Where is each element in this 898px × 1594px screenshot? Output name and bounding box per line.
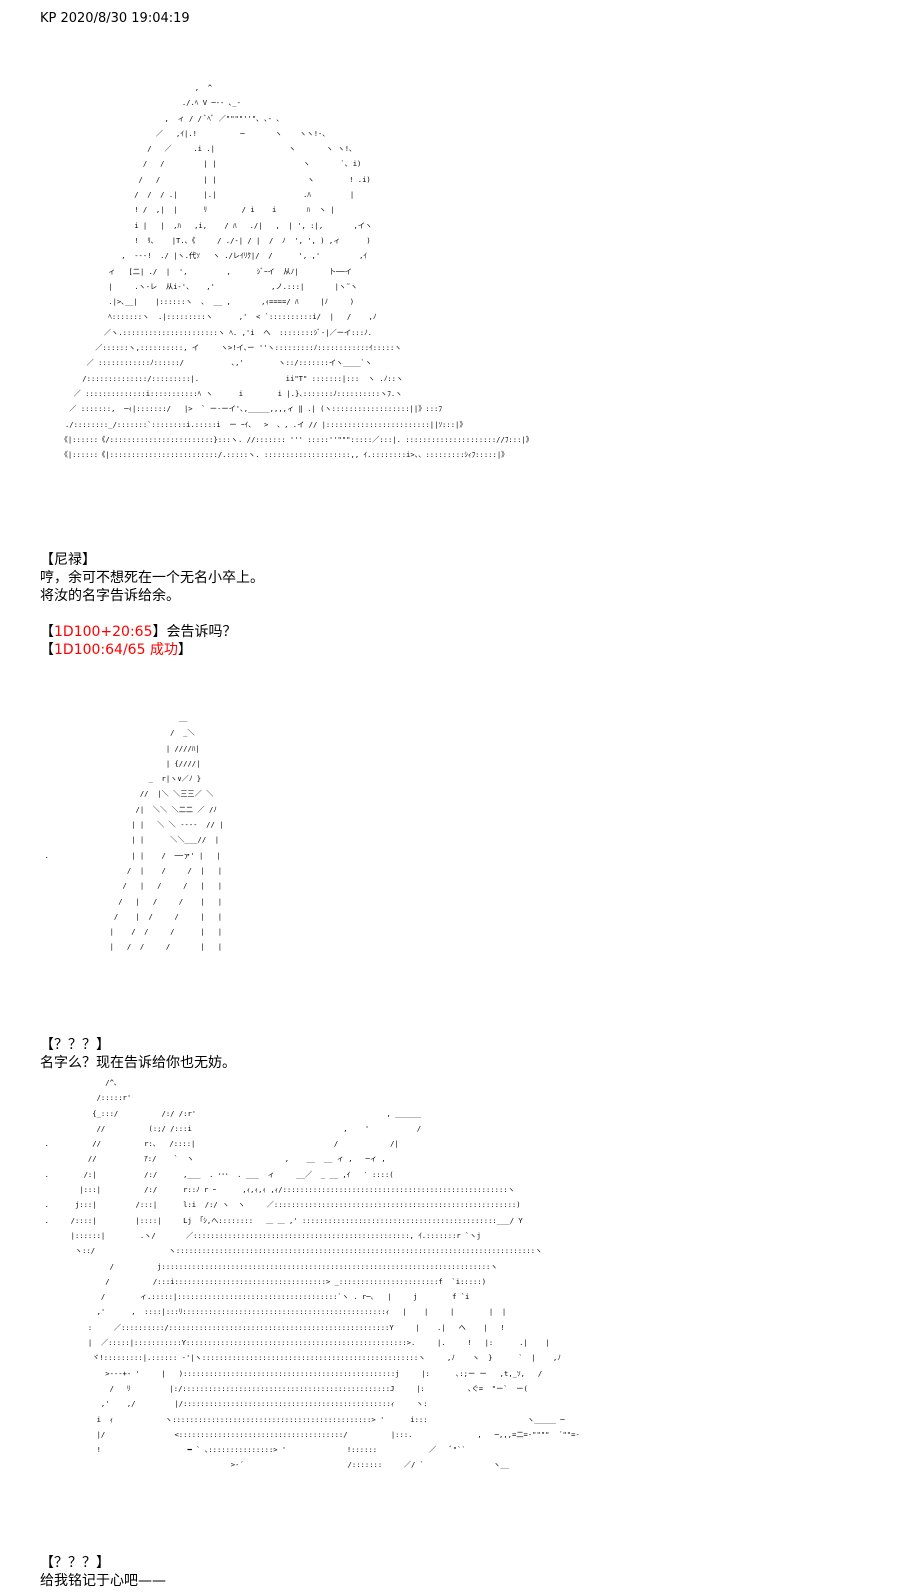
speech-block-unknown-1: 【？？？】 名字么？现在告诉给你也无妨。 bbox=[40, 1036, 236, 1072]
roll-prefix: 【 bbox=[40, 642, 54, 658]
dice-roll-block: 【1D100+20:65】会告诉吗？ 【1D100:64/65 成功】 bbox=[40, 623, 237, 659]
roll-suffix: 】会告诉吗？ bbox=[152, 624, 237, 640]
roll-result: 1D100+20:65 bbox=[54, 624, 153, 640]
ascii-art-nero: , ^ ./.ﾍ V ─-- ､_- , ィ / / ﾞﾍﾞ ／""""''"､… bbox=[60, 83, 533, 460]
speech-block-nero: 【尼禄】 哼，余可不想死在一个无名小卒上。 将汝的名字告诉给余。 bbox=[40, 551, 264, 605]
dice-roll-line: 【1D100:64/65 成功】 bbox=[40, 641, 237, 659]
speech-block-unknown-2: 【？？？】 给我铭记于心吧—— bbox=[40, 1554, 166, 1590]
roll-prefix: 【 bbox=[40, 624, 54, 640]
speech-line: 给我铭记于心吧—— bbox=[40, 1573, 166, 1589]
speech-line: 哼，余可不想死在一个无名小卒上。 bbox=[40, 570, 264, 586]
dice-roll-line: 【1D100+20:65】会告诉吗？ bbox=[40, 623, 237, 641]
speech-line: 名字么？现在告诉给你也无妨。 bbox=[40, 1055, 236, 1071]
post-header-timestamp: KP 2020/8/30 19:04:19 bbox=[40, 11, 190, 26]
roll-result: 1D100:64/65 成功 bbox=[54, 642, 178, 658]
roll-suffix: 】 bbox=[177, 642, 192, 658]
ascii-art-monster: /^､ /:::::r' {_:::/ /:/ /:r' , ______ //… bbox=[44, 1078, 580, 1470]
speaker-name: 【？？？】 bbox=[40, 1555, 110, 1571]
speaker-name: 【尼禄】 bbox=[40, 552, 96, 568]
ascii-art-hooded-figure: __ / _＼ | ////ﾊ| | {////| _ r|ヽ∨／ﾉ } // … bbox=[44, 713, 224, 952]
speech-line: 将汝的名字告诉给余。 bbox=[40, 588, 180, 604]
speaker-name: 【？？？】 bbox=[40, 1037, 110, 1053]
